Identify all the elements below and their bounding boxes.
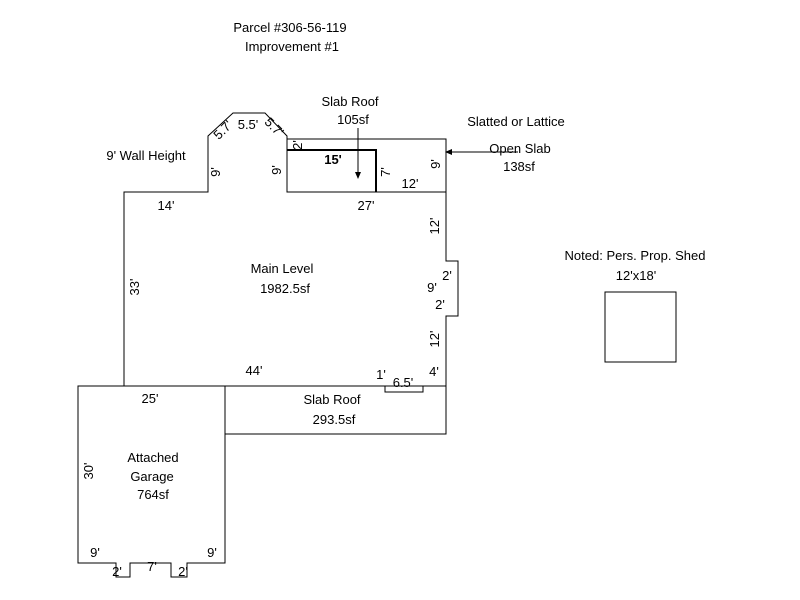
slab-roof-arrow-head (355, 172, 361, 179)
dim-forty-four: 44' (246, 363, 263, 378)
slab-roof-top-name: Slab Roof (321, 94, 378, 109)
dim-thirty-three: 33' (127, 279, 142, 296)
garage-line1: Attached (127, 450, 178, 465)
dim-thirty: 30' (81, 463, 96, 480)
dim-six-five: 6.5' (393, 375, 414, 390)
dim-angled-left: 5.7' (210, 117, 235, 142)
dim-angled-right: 5.7' (262, 114, 287, 139)
dim-one: 1' (376, 367, 386, 382)
open-slab-arrow-head (445, 149, 452, 155)
dim-twelve-right-bottom: 12' (427, 331, 442, 348)
shed-outline (604, 291, 677, 363)
bottom-slab-outline (225, 385, 447, 435)
dim-angled-top: 5.5' (238, 117, 259, 132)
dim-twelve-right-top: 12' (427, 218, 442, 235)
garage-line2: Garage (130, 469, 173, 484)
dim-fourteen: 14' (158, 198, 175, 213)
dim-four: 4' (429, 364, 439, 379)
dim-two-garage-left: 2' (112, 564, 122, 579)
garage-area: 764sf (137, 487, 169, 502)
main-level-area: 1982.5sf (260, 281, 310, 296)
dim-nine-slab: 9' (269, 165, 284, 175)
slab-roof-top-area: 105sf (337, 112, 369, 127)
dim-nine-garage-left: 9' (90, 545, 100, 560)
improvement-label: Improvement #1 (245, 39, 339, 54)
dim-twenty-seven: 27' (358, 198, 375, 213)
slab-roof-inner-box (287, 149, 377, 192)
shed-size: 12'x18' (616, 268, 656, 283)
dim-twelve-slab: 12' (402, 176, 419, 191)
dim-two-top: 2' (290, 140, 305, 150)
slab-roof-bottom-area: 293.5sf (313, 412, 356, 427)
top-slab-outline (286, 138, 447, 193)
dim-left-upper: 9' (208, 167, 223, 177)
slab-roof-bottom-name: Slab Roof (303, 392, 360, 407)
open-slab-area: 138sf (503, 159, 535, 174)
dim-two-bump-bottom: 2' (435, 297, 445, 312)
dim-seven: 7' (378, 167, 393, 177)
dim-fifteen: 15' (324, 152, 342, 167)
dim-nine-garage-right: 9' (207, 545, 217, 560)
dim-two-bump-top: 2' (442, 268, 452, 283)
dim-nine-open: 9' (428, 159, 443, 169)
open-slab-name: Open Slab (489, 141, 550, 156)
shed-note: Noted: Pers. Prop. Shed (565, 248, 706, 263)
garage-outline (77, 385, 226, 578)
open-slab-note: Slatted or Lattice (467, 114, 565, 129)
dim-nine-bump: 9' (427, 280, 437, 295)
parcel-number: Parcel #306-56-119 (233, 20, 346, 35)
main-level-name: Main Level (251, 261, 314, 276)
main-level-outline (123, 112, 459, 393)
wall-height-note: 9' Wall Height (106, 148, 186, 163)
dim-twenty-five: 25' (142, 391, 159, 406)
dim-two-garage-right: 2' (178, 564, 188, 579)
dim-seven-garage: 7' (147, 559, 157, 574)
